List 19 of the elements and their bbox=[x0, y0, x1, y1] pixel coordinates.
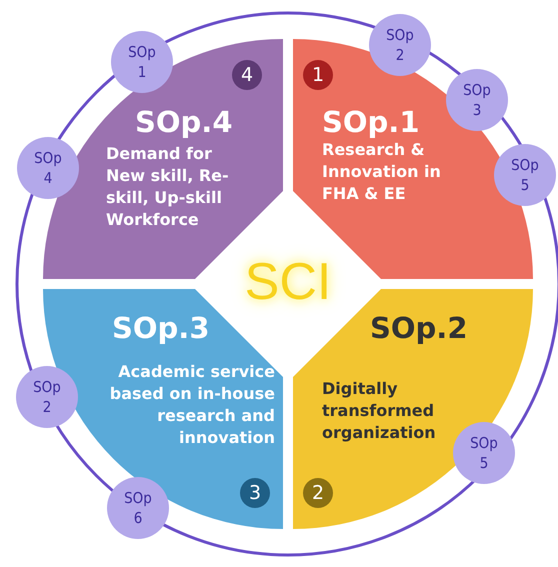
circle-label: SOp 5 bbox=[510, 155, 540, 195]
circle-label: SOp 1 bbox=[127, 42, 157, 82]
description-text: Research & Innovation in FHA & EE bbox=[322, 139, 442, 205]
description-text: Demand for New skill, Re-skill, Up-skill Workforce bbox=[106, 143, 230, 231]
circle-label: SOp 2 bbox=[32, 377, 62, 417]
sop-circle bbox=[453, 422, 515, 484]
circle-label: SOp 6 bbox=[123, 488, 153, 528]
circle-label: SOp 5 bbox=[469, 433, 499, 473]
description-text: Academic service based on in-house research and innovation bbox=[108, 361, 275, 449]
heading: SOp.1 bbox=[322, 105, 420, 139]
heading: SOp.3 bbox=[112, 311, 210, 345]
heading: SOp.4 bbox=[135, 105, 232, 139]
circle-label: SOp 3 bbox=[462, 80, 492, 120]
center-title: SCI bbox=[244, 252, 332, 313]
heading: SOp.2 bbox=[370, 311, 468, 345]
circle-label: SOp 4 bbox=[33, 148, 63, 188]
sop-circle bbox=[17, 137, 79, 199]
description-text: Digitally transformed organization bbox=[322, 378, 437, 444]
circle-label: SOp 2 bbox=[385, 25, 415, 65]
